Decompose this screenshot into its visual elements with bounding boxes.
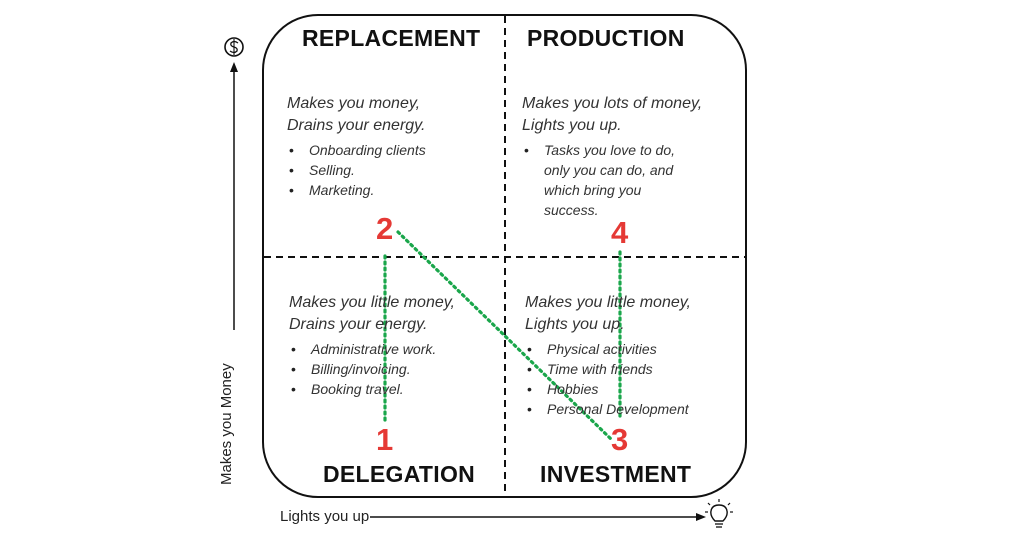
step-number-3: 3 (611, 422, 629, 457)
step-number-4: 4 (611, 215, 629, 250)
delegation-desc-line-1: Makes you little money, (289, 294, 455, 311)
investment-desc-line-1: Makes you little money, (525, 294, 691, 311)
step-number-2: 2 (376, 211, 394, 246)
production-quadrant: Makes you lots of money, Lights you up. … (522, 93, 702, 220)
delegation-bullets: Administrative work. Billing/invoicing. … (289, 339, 455, 399)
production-title: PRODUCTION (527, 25, 685, 51)
list-item: Administrative work. (289, 339, 455, 359)
replacement-desc-line-1: Makes you money, (287, 95, 421, 112)
x-axis-arrowhead (696, 513, 706, 521)
x-axis-label: Lights you up (280, 508, 370, 525)
list-item: Billing/invoicing. (289, 359, 455, 379)
replacement-title: REPLACEMENT (302, 25, 481, 51)
replacement-bullets: Onboarding clients Selling. Marketing. (287, 140, 426, 200)
list-item: Tasks you love to do, (522, 140, 702, 160)
investment-desc-line-2: Lights you up. (525, 316, 625, 333)
list-item: Marketing. (287, 180, 426, 200)
delegation-desc-line-2: Drains your energy. (289, 316, 428, 333)
replacement-quadrant: Makes you money, Drains your energy. Onb… (287, 93, 426, 200)
list-item: Selling. (287, 160, 426, 180)
list-item: Onboarding clients (287, 140, 426, 160)
list-item: Time with friends (525, 359, 691, 379)
production-bullets: Tasks you love to do, only you can do, a… (522, 140, 702, 220)
money-icon (224, 37, 244, 57)
lightbulb-icon (705, 499, 733, 528)
investment-bullets: Physical activities Time with friends Ho… (525, 339, 691, 419)
replacement-desc-line-2: Drains your energy. (287, 117, 426, 134)
step-number-1: 1 (376, 422, 394, 457)
list-item: Booking travel. (289, 379, 455, 399)
delegation-quadrant: Makes you little money, Drains your ener… (289, 292, 455, 399)
list-item: Hobbies (525, 379, 691, 399)
production-desc-line-1: Makes you lots of money, (522, 95, 703, 112)
production-desc-line-2: Lights you up. (522, 117, 622, 134)
investment-quadrant: Makes you little money, Lights you up. P… (525, 292, 691, 419)
list-item: Physical activities (525, 339, 691, 359)
list-item: success. (544, 202, 599, 218)
list-item: Personal Development (525, 399, 691, 419)
y-axis-arrowhead (230, 62, 238, 72)
delegation-title: DELEGATION (323, 461, 476, 487)
y-axis-label: Makes you Money (218, 363, 235, 485)
list-item: which bring you (544, 182, 642, 198)
investment-title: INVESTMENT (540, 461, 692, 487)
list-item: only you can do, and (544, 162, 674, 178)
